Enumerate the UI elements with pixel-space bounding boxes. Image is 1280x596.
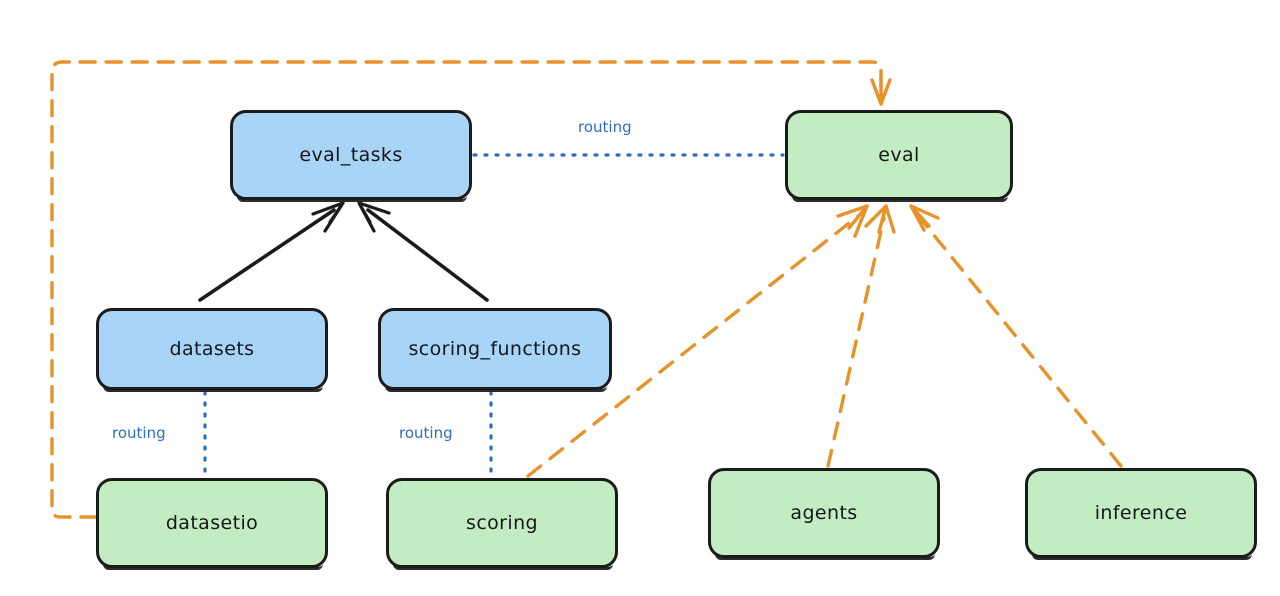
node-label-agents: agents: [790, 501, 858, 524]
node-label-datasetio: datasetio: [165, 511, 259, 534]
edge-inference-to-eval: [909, 204, 1123, 468]
node-label-scoring: scoring: [466, 511, 538, 534]
node-label-datasets: datasets: [169, 337, 255, 360]
node-datasets[interactable]: datasets: [96, 308, 328, 392]
edge-label-routing-scoring_functions-scoring: routing: [399, 424, 453, 442]
node-label-eval: eval: [878, 143, 920, 166]
node-inference[interactable]: inference: [1025, 468, 1257, 560]
node-datasetio[interactable]: datasetio: [96, 478, 328, 570]
node-eval[interactable]: eval: [785, 110, 1013, 202]
edge-agents-to-eval: [826, 204, 896, 468]
edge-label-routing-datasets-datasetio: routing: [112, 424, 166, 442]
edge-datasets-to-eval_tasks: [198, 201, 345, 302]
node-scoring_functions[interactable]: scoring_functions: [378, 308, 612, 392]
edge-scoring_functions-to-eval_tasks: [357, 201, 489, 302]
node-label-eval_tasks: eval_tasks: [299, 143, 403, 166]
edge-label-routing-eval_tasks-eval: routing: [578, 118, 632, 136]
node-eval_tasks[interactable]: eval_tasks: [230, 110, 472, 202]
node-scoring[interactable]: scoring: [386, 478, 618, 570]
node-label-scoring_functions: scoring_functions: [408, 337, 582, 360]
node-label-inference: inference: [1094, 501, 1188, 524]
node-agents[interactable]: agents: [708, 468, 940, 560]
